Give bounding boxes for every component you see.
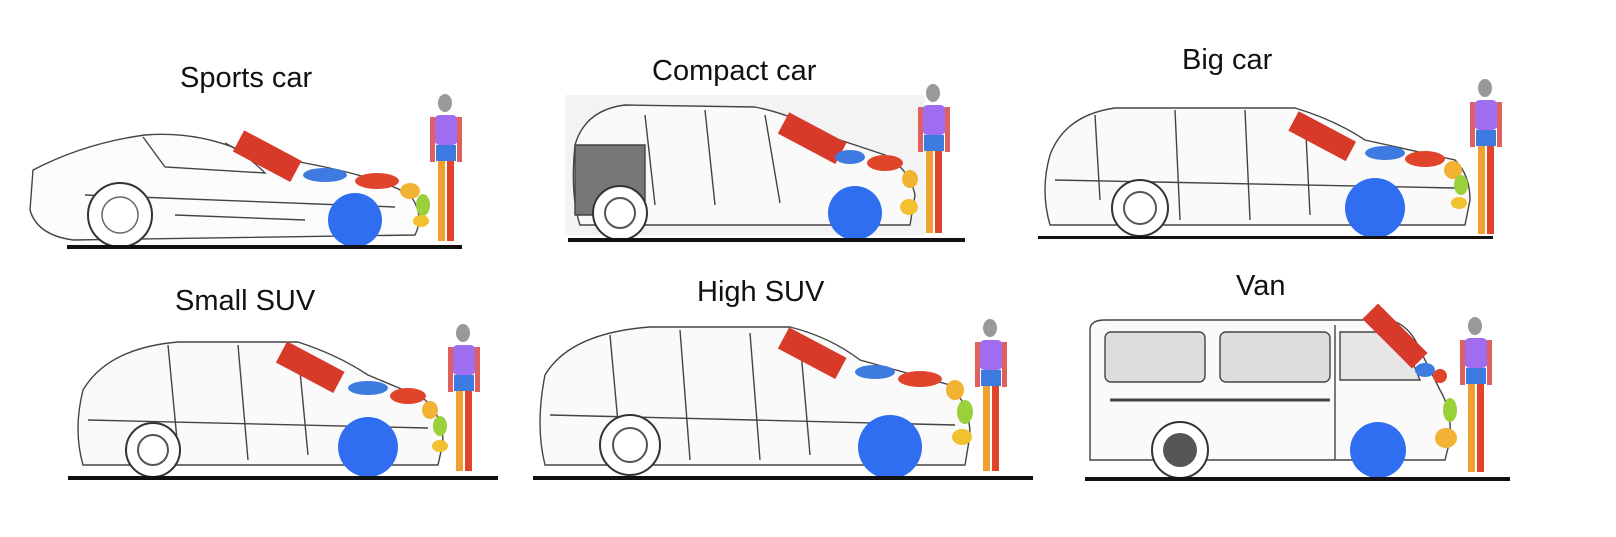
impactor — [777, 327, 847, 380]
segment-green — [957, 400, 973, 424]
big-car-body — [1044, 107, 1471, 226]
panel-title-high-suv: High SUV — [697, 276, 825, 308]
impactor — [1288, 111, 1357, 162]
ground-line — [1038, 236, 1493, 239]
segment-red — [867, 155, 903, 171]
high-suv-scene — [533, 319, 1033, 480]
segment-orange — [902, 170, 918, 188]
impactor — [275, 341, 345, 394]
segment-green — [1443, 398, 1457, 422]
segment-orange — [1444, 161, 1462, 179]
pedestrian-dummy — [1470, 79, 1502, 234]
pedestrian-dummy — [430, 94, 462, 241]
segment-yellow — [413, 215, 429, 227]
segment-orange — [400, 183, 420, 199]
compact-car-scene — [565, 84, 965, 242]
ground-line — [68, 476, 498, 480]
segment-yellow — [952, 429, 972, 445]
segment-red — [898, 371, 942, 387]
segment-yellow — [432, 440, 448, 452]
sports-car-wheel-rear — [87, 182, 153, 248]
front-wheel-blue — [328, 193, 382, 247]
impactor — [1362, 303, 1428, 369]
compact-car-wheel-rear — [592, 185, 648, 241]
segment-red — [390, 388, 426, 404]
front-wheel-blue — [338, 417, 398, 477]
segment-orange — [1435, 428, 1457, 448]
big-car-scene — [1038, 79, 1502, 239]
panel-title-big-car: Big car — [1182, 44, 1273, 76]
ground-line — [533, 476, 1033, 480]
sports-car-scene — [29, 94, 462, 249]
segment-yellow — [1451, 197, 1467, 209]
ground-line — [67, 245, 462, 249]
segment-green — [1454, 175, 1468, 195]
small-suv-wheel-rear — [125, 422, 181, 478]
van-wheel-rear — [1151, 421, 1209, 479]
segment-green — [433, 416, 447, 436]
segment-blue — [1415, 363, 1435, 377]
panel-title-sports-car: Sports car — [180, 62, 313, 94]
impactor — [777, 112, 847, 165]
ground-line — [1085, 477, 1510, 481]
segment-orange — [946, 380, 964, 400]
segment-red — [355, 173, 399, 189]
big-car-wheel-rear — [1111, 179, 1169, 237]
pedestrian-dummy — [975, 319, 1007, 471]
pedestrian-dummy — [1460, 317, 1492, 472]
segment-blue — [855, 365, 895, 379]
front-wheel-blue — [828, 186, 882, 240]
panel-title-van: Van — [1236, 270, 1286, 302]
segment-blue — [1365, 146, 1405, 160]
segment-blue — [835, 150, 865, 164]
high-suv-wheel-rear — [599, 414, 661, 476]
segment-blue — [348, 381, 388, 395]
front-wheel-blue — [858, 415, 922, 479]
small-suv-scene — [68, 324, 498, 480]
segment-red — [1405, 151, 1445, 167]
pedestrian-dummy — [918, 84, 950, 233]
front-wheel-blue — [1345, 178, 1405, 238]
segment-red — [1433, 369, 1447, 383]
segment-green — [416, 194, 430, 216]
impactor — [232, 130, 302, 183]
front-wheel-blue — [1350, 422, 1406, 478]
segment-blue — [303, 168, 347, 182]
ground-line — [568, 238, 965, 242]
pedestrian-dummy — [448, 324, 480, 471]
van-scene — [1085, 303, 1510, 481]
segment-orange — [422, 401, 438, 419]
panel-title-compact-car: Compact car — [652, 55, 817, 87]
panel-title-small-suv: Small SUV — [175, 285, 316, 317]
segment-yellow — [900, 199, 918, 215]
